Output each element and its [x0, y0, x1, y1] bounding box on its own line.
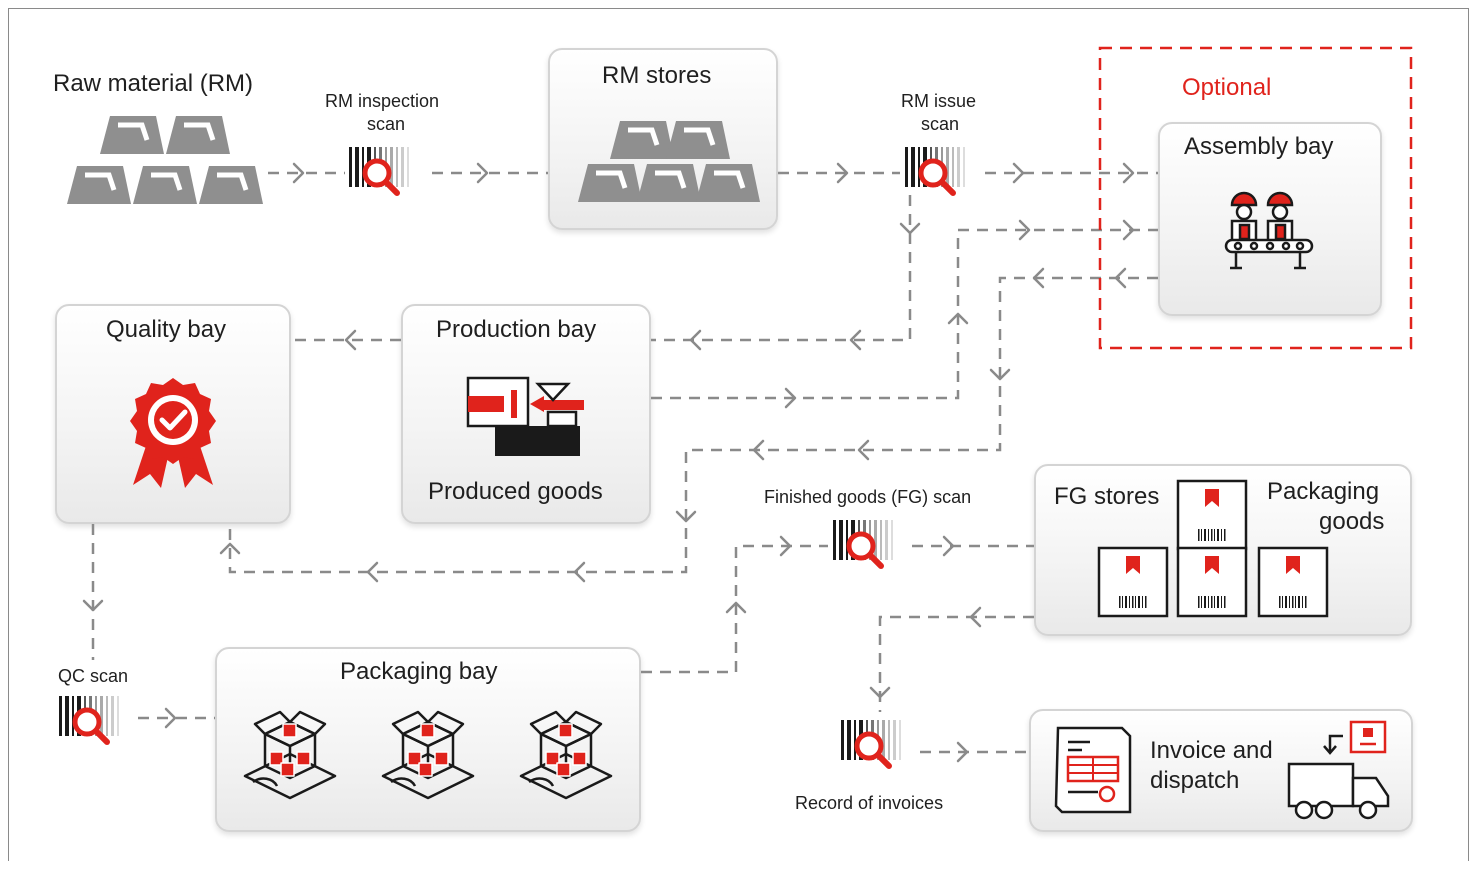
arrowhead — [476, 162, 489, 184]
arrowhead — [292, 162, 305, 184]
barcode-search-icon — [349, 147, 409, 193]
dashed-lines — [91, 171, 1158, 754]
arrowhead — [689, 329, 702, 351]
raw-material-label: Raw material (RM) — [53, 70, 254, 97]
arrowhead — [82, 599, 104, 612]
arrowhead — [969, 606, 982, 628]
arrowhead — [956, 741, 969, 763]
quality-badge-icon — [130, 378, 216, 488]
arrowhead — [1122, 219, 1135, 241]
packaging-bay-box — [215, 647, 641, 832]
arrowhead — [989, 368, 1011, 381]
arrowhead — [752, 439, 765, 461]
packaging-bay-label: Packaging bay — [340, 658, 498, 685]
rm-inspection-scan-label-line2: scan — [367, 114, 406, 134]
quality-bay-label: Quality bay — [106, 316, 227, 343]
arrowhead — [849, 329, 862, 351]
barcode-search-icon — [841, 720, 901, 766]
invoice-label-line1: Invoice and — [1150, 737, 1273, 764]
assembly-bay-label: Assembly bay — [1184, 133, 1334, 160]
fg-scan-label: Finished goods (FG) scan — [764, 487, 972, 507]
arrowhead — [675, 510, 697, 523]
arrowhead — [899, 222, 921, 235]
assembly-bay-box — [1158, 122, 1382, 316]
workers-conveyor-icon — [1224, 191, 1314, 270]
arrowhead — [779, 535, 792, 557]
arrowhead — [1122, 162, 1135, 184]
delivery-truck-icon — [1287, 720, 1390, 820]
produced-goods-label: Produced goods — [428, 478, 603, 505]
product-box-icon — [1257, 546, 1329, 618]
invoice-document-icon — [1054, 726, 1132, 814]
rm-stores-label: RM stores — [602, 62, 712, 89]
packaging-goods-label-line1: Packaging — [1267, 478, 1380, 505]
optional-region — [1098, 46, 1413, 350]
arrowheads — [82, 162, 1135, 763]
injection-machine-icon — [466, 376, 584, 456]
arrowhead — [1012, 162, 1025, 184]
arrowhead — [1114, 267, 1127, 289]
arrowhead — [573, 561, 586, 583]
arrowhead — [725, 601, 747, 614]
invoice-label-line2: dispatch — [1150, 767, 1240, 794]
arrowhead — [366, 561, 379, 583]
record-of-invoices-label: Record of invoices — [795, 793, 944, 813]
arrowhead — [947, 312, 969, 325]
rm-issue-scan-label-line1: RM issue — [901, 91, 977, 111]
arrowhead — [869, 686, 891, 699]
packaging-goods-label-line2: goods — [1319, 508, 1385, 535]
diagram-frame — [8, 8, 1469, 861]
production-bay-label: Production bay — [436, 316, 597, 343]
open-box-icon — [243, 710, 337, 800]
arrowhead — [219, 542, 241, 555]
arrowhead — [857, 439, 870, 461]
arrowhead — [164, 707, 177, 729]
optional-label: Optional — [1182, 74, 1272, 101]
metal-ingots-icon — [578, 121, 760, 202]
rm-issue-scan-label-line2: scan — [921, 114, 960, 134]
fg-stores-label: FG stores — [1054, 483, 1160, 510]
barcode-search-icon — [833, 520, 893, 566]
arrowhead — [344, 329, 357, 351]
metal-ingots-icon — [67, 116, 263, 204]
arrowhead — [836, 162, 849, 184]
arrowhead — [1018, 219, 1031, 241]
open-box-icon — [519, 710, 613, 800]
product-box-icon — [1097, 546, 1169, 618]
arrowhead — [1032, 267, 1045, 289]
arrowhead — [784, 387, 797, 409]
qc-scan-label: QC scan — [58, 666, 129, 686]
product-box-icon — [1176, 546, 1248, 618]
barcode-search-icon — [59, 696, 119, 742]
barcode-search-icon — [905, 147, 965, 193]
rm-inspection-scan-label-line1: RM inspection — [325, 91, 440, 111]
open-box-icon — [381, 710, 475, 800]
product-box-icon — [1176, 479, 1248, 551]
arrowhead — [942, 535, 955, 557]
